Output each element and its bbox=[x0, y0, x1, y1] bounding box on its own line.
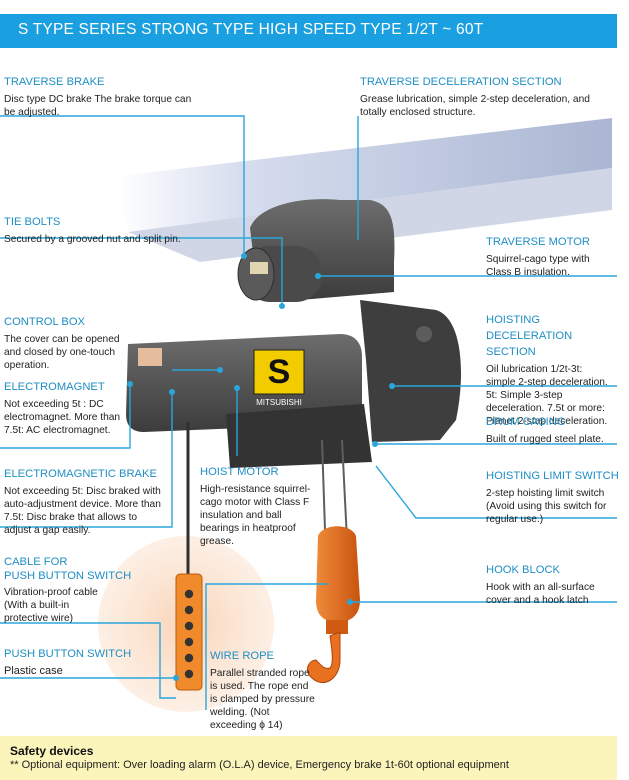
callout-cable-push-button: CABLE FOR PUSH BUTTON SWITCH Vibration-p… bbox=[4, 556, 154, 625]
callout-title: PUSH BUTTON SWITCH bbox=[4, 648, 132, 660]
header-banner: S TYPE SERIES STRONG TYPE HIGH SPEED TYP… bbox=[0, 14, 617, 48]
callout-desc: Parallel stranded rope is used. The rope… bbox=[210, 667, 315, 731]
callout-electromagnet: ELECTROMAGNET Not exceeding 5t : DC elec… bbox=[4, 381, 122, 437]
callout-control-box: CONTROL BOX The cover can be opened and … bbox=[4, 316, 122, 372]
callout-title: TRAVERSE BRAKE bbox=[4, 76, 105, 88]
callout-traverse-motor: TRAVERSE MOTOR Squirrel-cago type with C… bbox=[486, 236, 614, 279]
callout-hoist-motor: HOIST MOTOR High-resistance squirrel-cag… bbox=[200, 466, 312, 548]
callout-desc: Built of rugged steel plate. bbox=[486, 433, 604, 445]
callout-desc: Squirrel-cago type with Class B insulati… bbox=[486, 253, 590, 278]
hoist-illustration: S MITSUBISHI bbox=[0, 115, 617, 712]
hoisting-gearbox bbox=[360, 300, 462, 442]
brand-logo-plate bbox=[253, 349, 305, 395]
callout-title: CABLE FOR bbox=[4, 556, 68, 568]
callout-desc: The cover can be opened and closed by on… bbox=[4, 333, 120, 371]
hook-shape bbox=[307, 631, 341, 683]
callout-hoisting-deceleration: HOISTING DECELERATION SECTION Oil lubric… bbox=[486, 312, 614, 428]
callout-traverse-brake: TRAVERSE BRAKE Disc type DC brake The br… bbox=[4, 76, 204, 119]
callout-title: TIE BOLTS bbox=[4, 216, 61, 228]
callout-hook-block: HOOK BLOCK Hook with an all-surface cove… bbox=[486, 564, 616, 607]
callout-push-button-switch: PUSH BUTTON SWITCH Plastic case bbox=[4, 648, 164, 678]
callout-title: TRAVERSE DECELERATION SECTION bbox=[360, 76, 562, 88]
callout-desc: Not exceeding 5t : DC electromagnet. Mor… bbox=[4, 398, 121, 436]
callout-title-line2: PUSH BUTTON SWITCH bbox=[4, 569, 132, 582]
callout-desc: Not exceeding 5t: Disc braked with auto-… bbox=[4, 485, 161, 536]
callout-desc: Vibration-proof cable (With a built-in p… bbox=[4, 587, 98, 624]
callout-title: ELECTROMAGNET bbox=[4, 381, 105, 393]
callout-desc: Grease lubrication, simple 2-step decele… bbox=[360, 93, 590, 118]
callout-title: WIRE ROPE bbox=[210, 650, 275, 662]
brand-name: MITSUBISHI bbox=[256, 398, 302, 407]
page-title: S TYPE SERIES STRONG TYPE HIGH SPEED TYP… bbox=[18, 21, 484, 38]
callout-title: HOISTING LIMIT SWITCH bbox=[486, 470, 619, 482]
callout-title: HOIST MOTOR bbox=[200, 466, 279, 478]
callout-desc: Hook with an all-surface cover and a hoo… bbox=[486, 581, 595, 606]
callout-title: HOOK BLOCK bbox=[486, 564, 560, 576]
callout-desc: Plastic case bbox=[4, 664, 63, 677]
callout-hoisting-limit-switch: HOISTING LIMIT SWITCH 2-step hoisting li… bbox=[486, 470, 619, 526]
leader-lines bbox=[0, 115, 617, 710]
callout-title: DRUM CASING bbox=[486, 416, 566, 428]
callout-title: ELECTROMAGNETIC BRAKE bbox=[4, 468, 157, 480]
brand-letter: S bbox=[268, 353, 291, 391]
callout-tie-bolts: TIE BOLTS Secured by a grooved nut and s… bbox=[4, 216, 194, 246]
pendant-switch bbox=[175, 573, 203, 691]
callout-title: CONTROL BOX bbox=[4, 316, 86, 328]
callout-desc: 2-step hoisting limit switch (Avoid usin… bbox=[486, 487, 607, 525]
safety-devices-footer: Safety devices ** Optional equipment: Ov… bbox=[0, 736, 617, 780]
rail-beam bbox=[118, 118, 612, 232]
callout-desc: High-resistance squirrel-cago motor with… bbox=[200, 483, 311, 547]
callout-desc: Disc type DC brake The brake torque can … bbox=[4, 93, 192, 118]
drum-casing-shape bbox=[226, 404, 372, 468]
callout-title: TRAVERSE MOTOR bbox=[486, 236, 591, 248]
callout-electromagnetic-brake: ELECTROMAGNETIC BRAKE Not exceeding 5t: … bbox=[4, 468, 164, 537]
callout-desc: Secured by a grooved nut and split pin. bbox=[4, 233, 181, 245]
callout-desc: Oil lubrication 1/2t-3t: simple 2-step d… bbox=[486, 364, 608, 427]
callout-wire-rope: WIRE ROPE Parallel stranded rope is used… bbox=[210, 650, 316, 732]
callout-drum-casing: DRUM CASING Built of rugged steel plate. bbox=[486, 416, 614, 446]
footer-desc: ** Optional equipment: Over loading alar… bbox=[10, 759, 509, 771]
hook-block-shape bbox=[316, 526, 360, 622]
footer-title: Safety devices bbox=[10, 744, 94, 758]
callout-title: HOISTING DECELERATION SECTION bbox=[486, 314, 573, 358]
callout-traverse-deceleration: TRAVERSE DECELERATION SECTION Grease lub… bbox=[360, 76, 610, 119]
